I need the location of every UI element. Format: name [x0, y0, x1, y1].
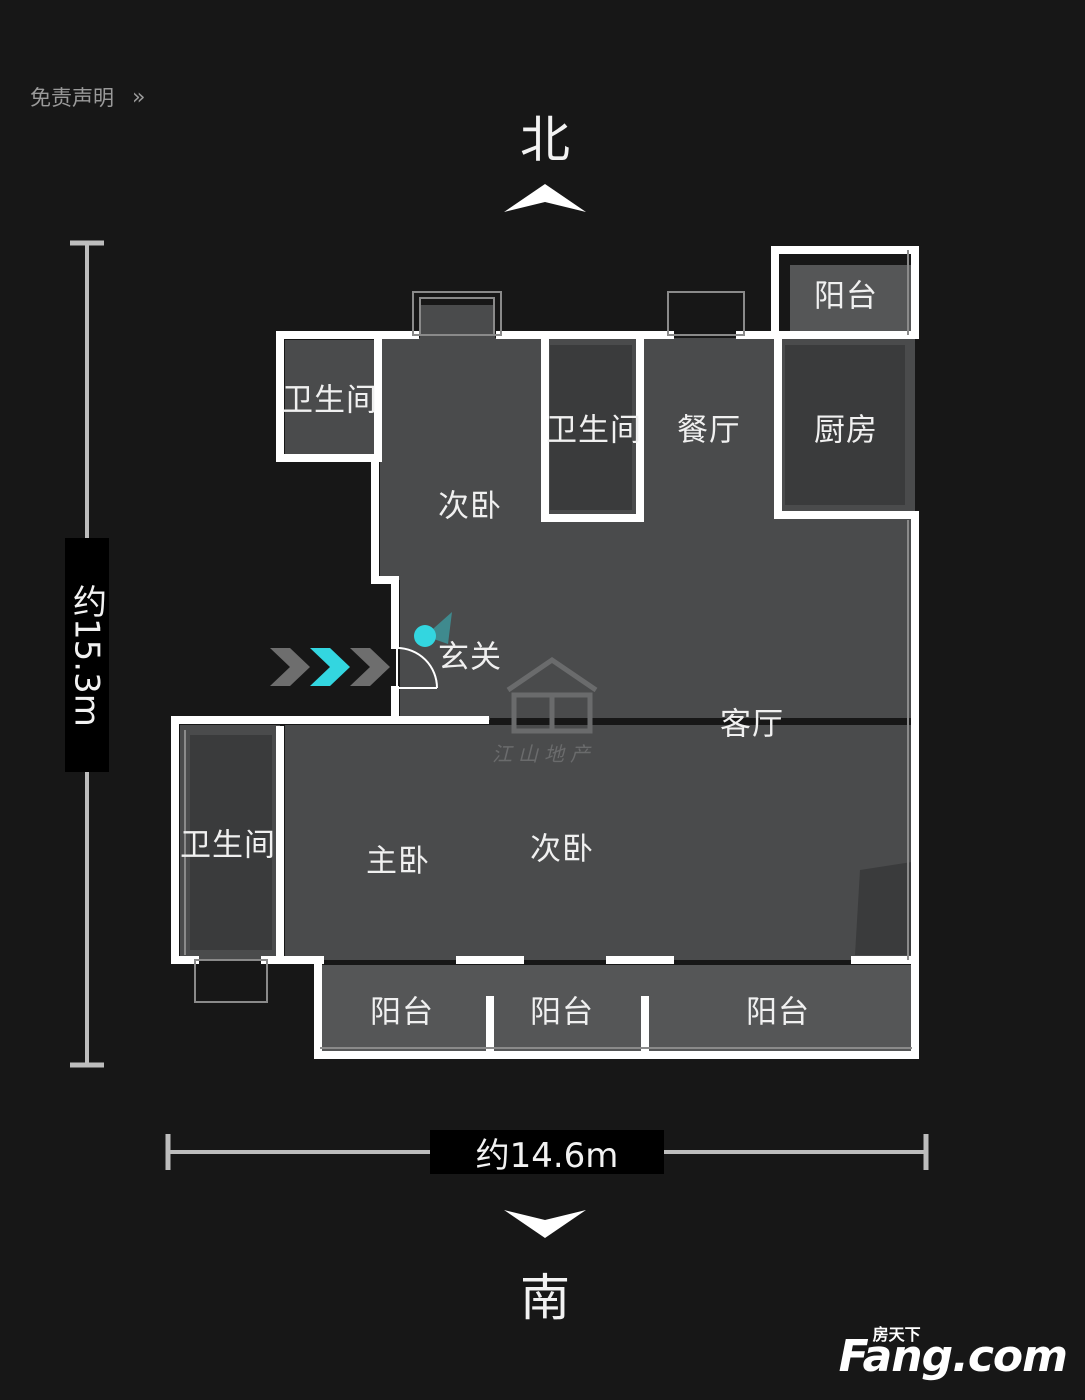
room-label-dining: 餐厅 [677, 412, 741, 449]
fang-logo-sub: 房天下 [872, 1325, 921, 1344]
chevron-right-icon: » [132, 84, 146, 110]
walls [171, 246, 919, 1059]
north-arrow-icon [504, 184, 586, 212]
room-label-balcony-ne: 阳台 [814, 278, 878, 315]
room-label-entrance: 玄关 [438, 639, 502, 676]
room-label-master-bedroom: 主卧 [366, 843, 430, 880]
room-label-bathroom-mid: 卫生间 [546, 412, 642, 449]
fang-logo-main: Fang.com [838, 1331, 1068, 1382]
entrance-chevrons-icon [270, 648, 390, 686]
entry-door-icon [396, 647, 438, 689]
room-label-bathroom-nw: 卫生间 [282, 382, 378, 419]
watermark-house-icon [506, 656, 598, 734]
room-label-kitchen: 厨房 [814, 412, 878, 449]
north-label: 北 [520, 111, 570, 169]
room-label-balcony-s3: 阳台 [746, 994, 810, 1031]
room-label-balcony-s1: 阳台 [370, 994, 434, 1031]
room-label-bedroom-north: 次卧 [438, 488, 502, 525]
watermark-text: 江山地产 [492, 742, 596, 766]
room-label-living: 客厅 [720, 706, 784, 743]
window-lines [184, 250, 912, 1049]
room-label-bedroom-south: 次卧 [530, 831, 594, 868]
disclaimer-label: 免责声明 [30, 86, 114, 110]
viewpoint-marker-icon [414, 612, 452, 647]
width-dimension-label: 约14.6m [430, 1130, 664, 1176]
room-label-balcony-s2: 阳台 [530, 994, 594, 1031]
floor-shading [190, 345, 912, 955]
disclaimer-link[interactable]: 免责声明 » [30, 82, 145, 112]
south-label: 南 [520, 1269, 570, 1327]
height-dimension-label: 约15.3m [65, 538, 109, 772]
south-arrow-icon [504, 1210, 586, 1238]
fang-logo: 房天下 Fang.com [838, 1325, 1068, 1382]
room-label-bathroom-sw: 卫生间 [180, 827, 276, 864]
